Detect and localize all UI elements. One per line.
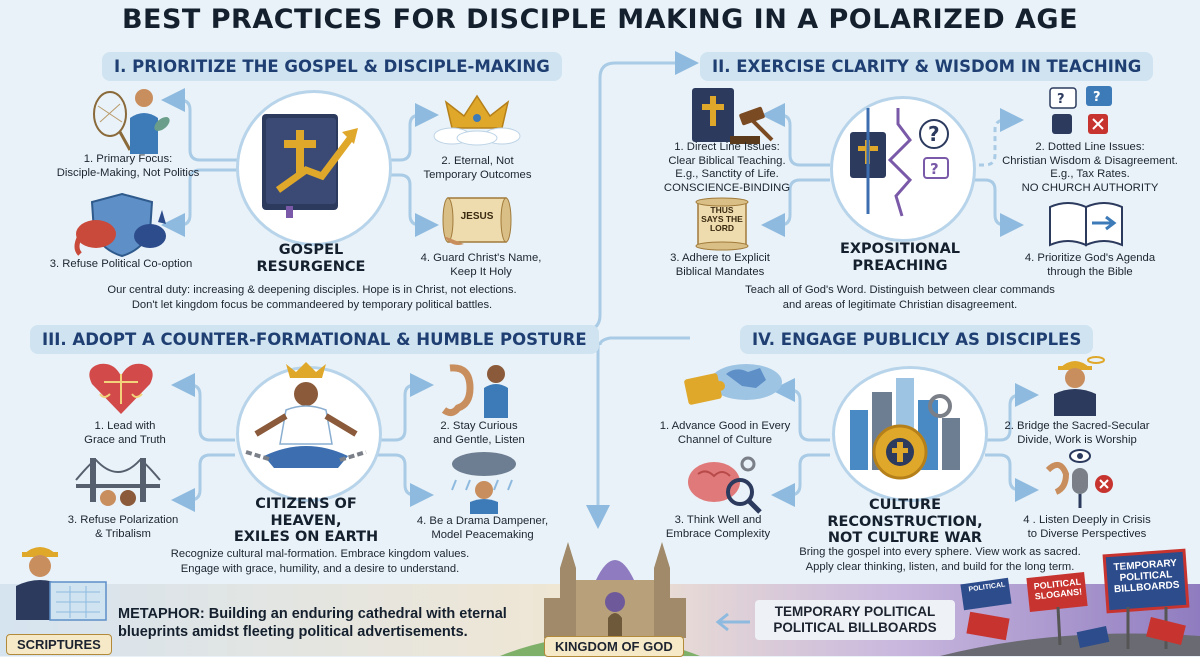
s4-summary: Bring the gospel into every sphere. View… (799, 546, 1081, 574)
construction-worker-icon (1054, 356, 1105, 416)
storm-cloud-icon (451, 452, 516, 514)
puzzle-globe-icon (684, 364, 782, 405)
arrow-left-icon (715, 612, 750, 632)
jesus-scroll-text: JESUS (460, 211, 494, 222)
s1-summary: Our central duty: increasing & deepening… (107, 284, 517, 312)
microphone-ear-icon (1045, 449, 1113, 508)
metaphor-text: METAPHOR: Building an enduring cathedral… (118, 606, 507, 641)
section-3-heading: III. ADOPT A COUNTER-FORMATIONAL & HUMBL… (30, 325, 599, 354)
s1-item-1: 1. Primary Focus:Disciple-Making, Not Po… (56, 153, 200, 179)
heart-scales-icon (89, 363, 153, 414)
bible-growth-icon (262, 114, 358, 218)
cathedral-icon (544, 542, 686, 638)
s2-summary: Teach all of God's Word. Distinguish bet… (745, 284, 1055, 312)
s2-item-2: 2. Dotted Line Issues:Christian Wisdom &… (1002, 141, 1178, 194)
fisherman-icon (93, 89, 170, 154)
meditating-person-icon (245, 362, 367, 468)
section-2-heading: II. EXERCISE CLARITY & WISDOM IN TEACHIN… (700, 52, 1154, 81)
svg-text:?: ? (1093, 90, 1101, 105)
question-marks-icon: ? ? (1049, 86, 1112, 134)
s2-item-1: 1. Direct Line Issues:Clear Biblical Tea… (663, 141, 791, 194)
s1-item-3: 3. Refuse Political Co-option (49, 258, 193, 270)
construction-worker-icon (16, 547, 107, 621)
ear-listening-icon (441, 364, 508, 418)
svg-text:?: ? (1057, 92, 1065, 107)
page-title: BEST PRACTICES FOR DISCIPLE MAKING IN A … (121, 4, 1079, 35)
kingdom-of-god-banner: KINGDOM OF GOD (544, 636, 684, 657)
billboards-icon (960, 548, 1190, 649)
section-1-heading: I. PRIORITIZE THE GOSPEL & DISCIPLE-MAKI… (102, 52, 562, 81)
svg-text:?: ? (928, 122, 940, 146)
bible-question-icon: ? ? (850, 108, 949, 217)
bridge-icon (75, 458, 161, 506)
bible-gavel-icon (692, 88, 774, 144)
crown-icon (433, 94, 521, 146)
brain-gears-icon (688, 456, 762, 514)
s1-item-4: 4. Guard Christ's Name,Keep It Holy (420, 252, 542, 278)
open-bible-icon (1049, 202, 1123, 247)
svg-text:?: ? (930, 160, 939, 178)
scroll-icon (695, 197, 749, 251)
s3-summary: Recognize cultural mal-formation. Embrac… (170, 548, 470, 576)
section-4-heading: IV. ENGAGE PUBLICLY AS DISCIPLES (740, 325, 1094, 354)
elephant-donkey-shield-icon (74, 192, 166, 258)
s3-item-3: 3. Refuse Polarization& Tribalism (67, 514, 179, 540)
scriptures-banner: SCRIPTURES (6, 634, 112, 655)
scroll-icon (442, 197, 512, 245)
s3-item-4: 4. Be a Drama Dampener,Model Peacemaking (416, 515, 549, 541)
s4-center-title: CULTURE RECONSTRUCTION,NOT CULTURE WAR (827, 497, 983, 547)
s3-center-title: CITIZENS OF HEAVEN,EXILES ON EARTH (233, 496, 379, 546)
city-gear-icon (850, 378, 960, 480)
